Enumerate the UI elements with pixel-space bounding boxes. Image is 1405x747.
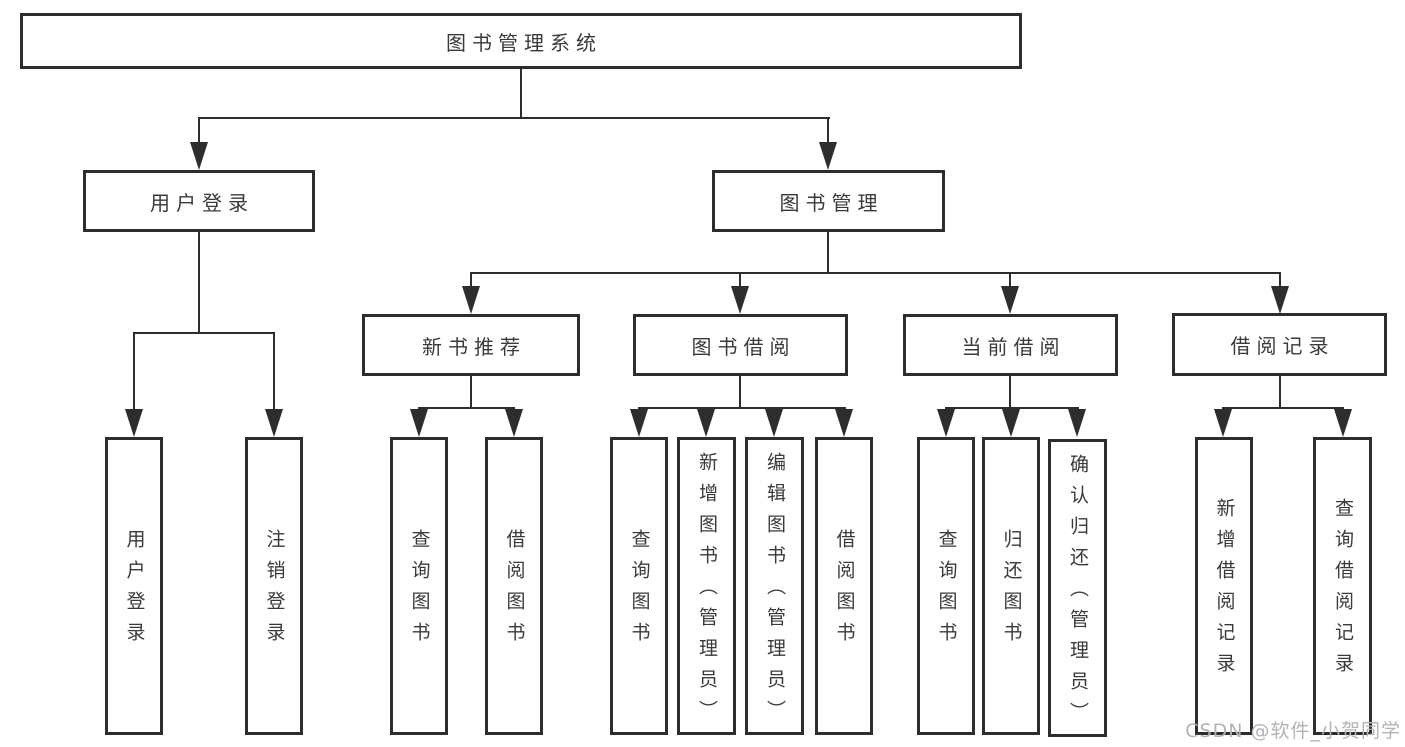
leaf-borrow-books-borrow: 借阅图书 bbox=[815, 437, 873, 735]
connector-line bbox=[827, 117, 829, 147]
node-label: 编辑图书（管理员） bbox=[764, 451, 786, 731]
connector-line bbox=[418, 407, 515, 409]
arrow-down-icon bbox=[731, 286, 749, 314]
arrow-down-icon bbox=[1214, 409, 1232, 437]
node-book-management: 图书管理 bbox=[712, 170, 945, 232]
node-label: 查询图书 bbox=[408, 529, 431, 653]
connector-line bbox=[1279, 272, 1281, 288]
node-label: 新书推荐 bbox=[422, 334, 526, 359]
connector-line bbox=[945, 407, 1079, 409]
node-user-login: 用户登录 bbox=[83, 170, 315, 232]
connector-line bbox=[739, 272, 741, 288]
connector-line bbox=[273, 332, 275, 412]
node-label: 图书管理 bbox=[779, 190, 884, 215]
node-label: 查询借阅记录 bbox=[1332, 498, 1354, 684]
leaf-return-books: 归还图书 bbox=[982, 437, 1040, 735]
connector-line bbox=[198, 232, 200, 334]
arrow-down-icon bbox=[1002, 409, 1020, 437]
connector-line bbox=[638, 407, 846, 409]
node-library-system: 图书管理系统 bbox=[20, 13, 1022, 69]
connector-line bbox=[470, 272, 472, 288]
arrow-down-icon bbox=[462, 286, 480, 314]
node-borrowing-records: 借阅记录 bbox=[1172, 313, 1387, 376]
arrow-down-icon bbox=[697, 409, 715, 437]
leaf-add-book-admin: 新增图书（管理员） bbox=[677, 437, 736, 735]
node-label: 借阅记录 bbox=[1230, 334, 1335, 358]
connector-line bbox=[133, 332, 275, 334]
arrow-down-icon bbox=[937, 409, 955, 437]
leaf-edit-book-admin: 编辑图书（管理员） bbox=[745, 437, 804, 735]
leaf-confirm-return-admin: 确认归还（管理员） bbox=[1048, 439, 1107, 737]
node-label: 用户登录 bbox=[150, 190, 254, 215]
arrow-down-icon bbox=[505, 409, 523, 437]
node-new-book-recommendation: 新书推荐 bbox=[362, 314, 580, 376]
leaf-query-books-newbook: 查询图书 bbox=[390, 437, 448, 735]
arrow-down-icon bbox=[1068, 409, 1086, 437]
node-label: 借阅图书 bbox=[833, 529, 856, 653]
connector-line bbox=[739, 376, 741, 409]
arrow-down-icon bbox=[190, 142, 208, 170]
leaf-add-borrow-record: 新增借阅记录 bbox=[1195, 437, 1253, 735]
node-label: 归还图书 bbox=[1000, 529, 1023, 653]
leaf-query-books-borrow: 查询图书 bbox=[610, 437, 668, 735]
leaf-logout: 注销登录 bbox=[245, 437, 303, 735]
connector-line bbox=[520, 66, 522, 119]
connector-line bbox=[1222, 407, 1344, 409]
node-label: 当前借阅 bbox=[961, 334, 1066, 359]
leaf-query-borrow-record: 查询借阅记录 bbox=[1313, 437, 1372, 735]
connector-line bbox=[470, 376, 472, 409]
arrow-down-icon bbox=[630, 409, 648, 437]
connector-line bbox=[470, 272, 1281, 274]
node-label: 图书管理系统 bbox=[446, 30, 602, 55]
connector-line bbox=[198, 117, 200, 147]
leaf-borrow-books-newbook: 借阅图书 bbox=[485, 437, 543, 735]
connector-line bbox=[1279, 376, 1281, 409]
node-label: 注销登录 bbox=[263, 529, 286, 653]
connector-line bbox=[1009, 272, 1011, 288]
arrow-down-icon bbox=[819, 142, 837, 170]
connector-line bbox=[1009, 376, 1011, 409]
arrow-down-icon bbox=[1334, 409, 1352, 437]
arrow-down-icon bbox=[1001, 286, 1019, 314]
node-label: 确认归还（管理员） bbox=[1067, 453, 1089, 733]
connector-line bbox=[827, 232, 829, 274]
node-label: 新增借阅记录 bbox=[1213, 498, 1236, 684]
node-label: 图书借阅 bbox=[691, 334, 796, 359]
node-label: 借阅图书 bbox=[503, 529, 526, 653]
arrow-down-icon bbox=[765, 409, 783, 437]
connector-line bbox=[133, 332, 135, 412]
arrow-down-icon bbox=[125, 409, 143, 437]
arrow-down-icon bbox=[410, 409, 428, 437]
arrow-down-icon bbox=[835, 409, 853, 437]
node-label: 用户登录 bbox=[123, 529, 146, 653]
node-book-borrowing: 图书借阅 bbox=[633, 314, 848, 376]
node-label: 查询图书 bbox=[935, 529, 958, 653]
node-label: 查询图书 bbox=[628, 529, 651, 653]
node-current-borrowing: 当前借阅 bbox=[903, 314, 1118, 376]
arrow-down-icon bbox=[1271, 286, 1289, 314]
watermark: CSDN @软件_小贺同学 bbox=[1185, 720, 1401, 742]
connector-line bbox=[198, 117, 830, 119]
leaf-query-books-current: 查询图书 bbox=[917, 437, 975, 735]
arrow-down-icon bbox=[265, 409, 283, 437]
node-label: 新增图书（管理员） bbox=[696, 451, 718, 731]
leaf-user-login: 用户登录 bbox=[105, 437, 163, 735]
